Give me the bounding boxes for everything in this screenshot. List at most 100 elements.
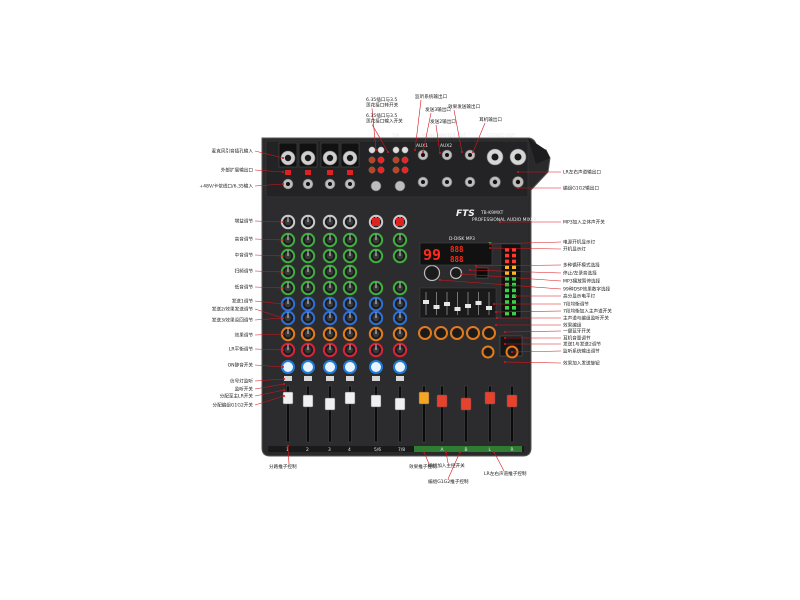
channel-fader[interactable] bbox=[324, 397, 336, 411]
leader-dot bbox=[489, 247, 491, 249]
phantom-switch[interactable] bbox=[285, 170, 291, 175]
phantom-switch[interactable] bbox=[347, 170, 353, 175]
rca-jack-icon[interactable] bbox=[377, 146, 385, 154]
display-right-top: 888 bbox=[450, 245, 464, 254]
fx-master-knob[interactable] bbox=[450, 326, 464, 340]
rca-jack-icon[interactable] bbox=[377, 166, 385, 174]
channel-fader[interactable] bbox=[302, 394, 314, 408]
leader-dot bbox=[282, 333, 284, 335]
leader-dot bbox=[283, 383, 285, 385]
xlr-jack-core bbox=[346, 154, 354, 162]
leader-dot bbox=[283, 389, 285, 391]
dsp-effect-selector-knob[interactable] bbox=[423, 264, 441, 282]
annotation-right-12: 7段均衡加入主声道开关 bbox=[563, 308, 612, 315]
mute-button[interactable] bbox=[323, 360, 337, 374]
group-fader[interactable] bbox=[460, 397, 472, 411]
rca-jack-icon[interactable] bbox=[377, 156, 385, 164]
rca-jack-icon[interactable] bbox=[368, 156, 376, 164]
annotation-top-2: 莲花接口输入开关 bbox=[366, 117, 403, 124]
eq-slider-cap[interactable] bbox=[465, 304, 471, 308]
fx-master-knob[interactable] bbox=[466, 326, 480, 340]
leader-dot bbox=[439, 152, 441, 154]
assign-switch[interactable] bbox=[372, 376, 380, 381]
assign-switch[interactable] bbox=[346, 376, 354, 381]
assign-switch[interactable] bbox=[326, 376, 334, 381]
fx-master-knob[interactable] bbox=[418, 326, 432, 340]
annotation-right-3: MP3加入立体声开关 bbox=[563, 219, 605, 226]
eq-slider-cap[interactable] bbox=[444, 302, 450, 306]
group-fader[interactable] bbox=[506, 394, 518, 408]
fx-master-knob[interactable] bbox=[434, 326, 448, 340]
channel-number-label: 2 bbox=[306, 447, 309, 453]
leader-dot bbox=[493, 303, 495, 305]
input-select-switch[interactable] bbox=[372, 218, 380, 226]
assign-switch[interactable] bbox=[284, 376, 292, 381]
fader-track bbox=[306, 385, 310, 443]
level-meter bbox=[500, 243, 522, 319]
leader-line bbox=[414, 99, 422, 151]
rca-jack-icon[interactable] bbox=[401, 166, 409, 174]
leader-line bbox=[254, 378, 285, 382]
fader-track bbox=[398, 385, 402, 443]
channel-fader[interactable] bbox=[394, 397, 406, 411]
rca-jack-icon[interactable] bbox=[401, 146, 409, 154]
mute-button[interactable] bbox=[343, 360, 357, 374]
fx-fader[interactable] bbox=[418, 391, 430, 405]
meter-led bbox=[505, 277, 509, 281]
leader-dot bbox=[439, 279, 441, 281]
annotation-top-6: 效果发送输出口 bbox=[448, 103, 481, 110]
channel-fader[interactable] bbox=[282, 391, 294, 405]
trs-jack-core bbox=[445, 153, 449, 157]
leader-dot bbox=[282, 349, 284, 351]
group-number-label: B bbox=[465, 447, 468, 453]
rca-jack-icon[interactable] bbox=[401, 156, 409, 164]
meter-led bbox=[512, 277, 516, 281]
rca-jack-icon[interactable] bbox=[392, 156, 400, 164]
eq-slider-cap[interactable] bbox=[433, 305, 440, 309]
fx-master-knob[interactable] bbox=[482, 326, 496, 340]
eq-slider-cap[interactable] bbox=[475, 301, 482, 305]
meter-led bbox=[505, 253, 509, 258]
trs-jack-core bbox=[421, 180, 425, 184]
rca-jack-icon[interactable] bbox=[392, 146, 400, 154]
annotation-top-4: 发送3输出口 bbox=[425, 106, 451, 113]
meter-led bbox=[512, 288, 516, 293]
leader-dot bbox=[469, 269, 471, 271]
send-level-knob[interactable] bbox=[481, 345, 495, 359]
usb-port-icon[interactable] bbox=[475, 267, 489, 279]
rca-jack-icon[interactable] bbox=[368, 166, 376, 174]
rca-jack-icon[interactable] bbox=[392, 166, 400, 174]
channel-fader[interactable] bbox=[344, 391, 356, 405]
annotation-left-8: 低音调节 bbox=[235, 284, 254, 291]
input-select-switch[interactable] bbox=[396, 218, 404, 226]
leader-line bbox=[254, 308, 284, 319]
leader-line bbox=[489, 241, 562, 245]
dsp-volume-knob[interactable] bbox=[449, 266, 463, 280]
mono-master-out-label: MONO MASTER OUT bbox=[422, 133, 467, 139]
assign-switch[interactable] bbox=[396, 376, 404, 381]
eq-slider-cap[interactable] bbox=[454, 307, 461, 311]
leader-dot bbox=[282, 317, 284, 319]
mute-button[interactable] bbox=[393, 360, 407, 374]
annotation-left-6: 中音调节 bbox=[235, 252, 254, 259]
channel-fader[interactable] bbox=[370, 394, 382, 408]
rca-jack-icon[interactable] bbox=[368, 146, 376, 154]
group-fader[interactable] bbox=[484, 391, 496, 405]
annotation-top-3: 监听系统输出口 bbox=[415, 93, 448, 100]
leader-line bbox=[475, 264, 562, 267]
trs-jack-icon[interactable] bbox=[370, 180, 382, 192]
trs-jack-icon[interactable] bbox=[394, 180, 406, 192]
mute-button[interactable] bbox=[369, 360, 383, 374]
assign-switch[interactable] bbox=[304, 376, 312, 381]
phantom-switch[interactable] bbox=[305, 170, 311, 175]
group-fader[interactable] bbox=[436, 394, 448, 408]
phantom-switch[interactable] bbox=[327, 170, 333, 175]
annotation-right-14: 效果编组 bbox=[563, 322, 582, 329]
fader-track bbox=[464, 385, 468, 443]
leader-line bbox=[489, 247, 562, 250]
eq-slider-cap[interactable] bbox=[423, 300, 429, 304]
leader-dot bbox=[282, 255, 284, 257]
mute-button[interactable] bbox=[301, 360, 315, 374]
eq-slider-cap[interactable] bbox=[486, 306, 492, 310]
